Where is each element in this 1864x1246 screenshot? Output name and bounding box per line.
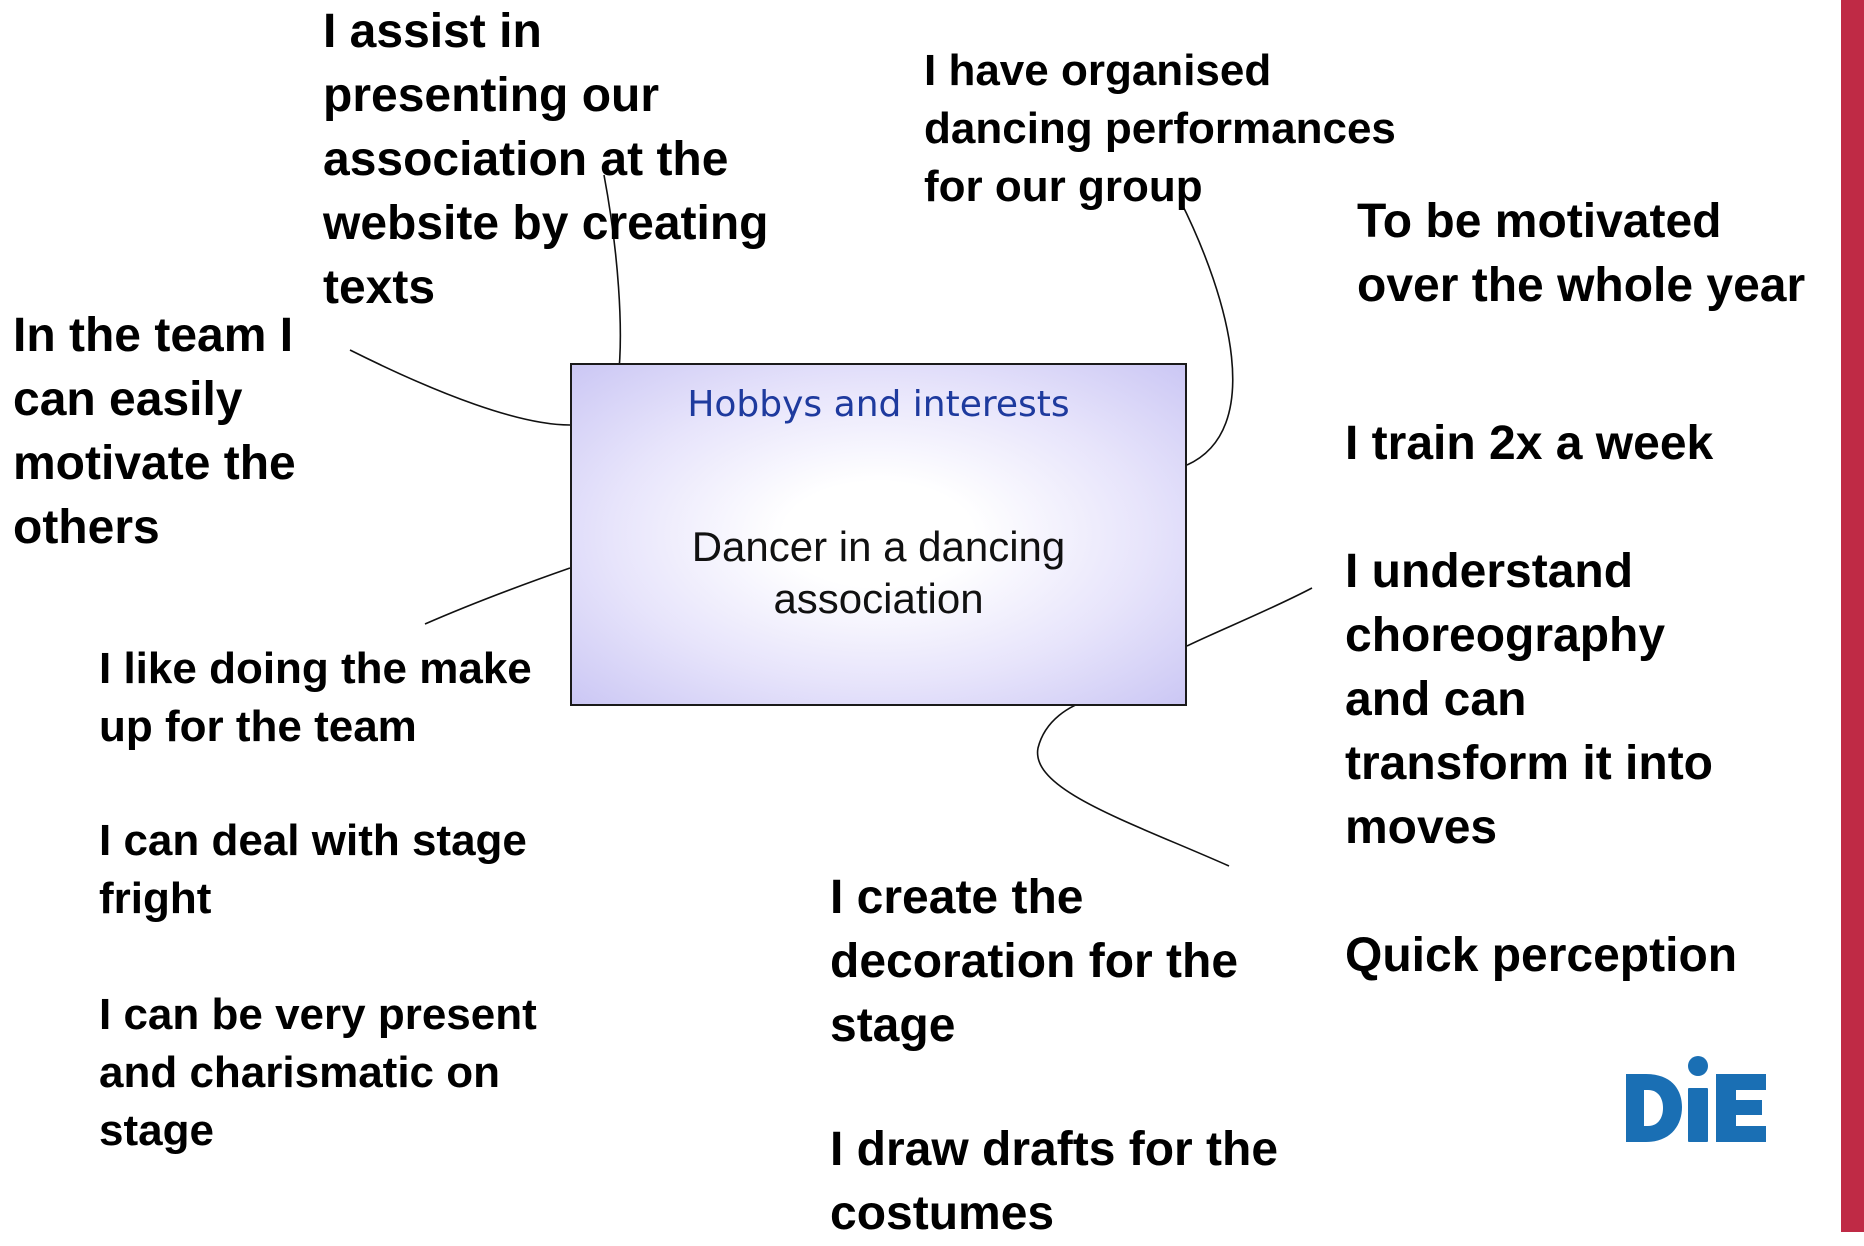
item-charismatic: I can be very present and charismatic on… <box>99 990 537 1155</box>
item-organised-performances: I have organised dancing performances fo… <box>924 46 1396 211</box>
central-topic-box: Hobbys and interests Dancer in a dancing… <box>570 363 1187 706</box>
connector-decoration <box>1036 699 1230 867</box>
connector-makeup <box>424 567 571 625</box>
item-motivated-year: To be motivated over the whole year <box>1357 195 1806 312</box>
accent-sidebar-bar <box>1841 0 1864 1232</box>
item-costumes: I draw drafts for the costumes <box>830 1123 1279 1240</box>
die-logo <box>1626 1056 1766 1142</box>
item-choreography: I understand choreography and can transf… <box>1345 545 1713 854</box>
central-heading: Hobbys and interests <box>687 384 1070 425</box>
connector-team <box>349 349 571 426</box>
connector-assist <box>603 174 622 381</box>
connector-organised <box>1179 199 1234 466</box>
central-topic-text: Dancer in a dancing association <box>691 523 1066 622</box>
item-stage-fright: I can deal with stage fright <box>99 816 527 923</box>
item-team-motivate: In the team I can easily motivate the ot… <box>13 309 296 554</box>
item-train: I train 2x a week <box>1345 417 1714 470</box>
connector-choreography <box>1186 587 1313 647</box>
item-quick-perception: Quick perception <box>1345 929 1738 982</box>
item-makeup: I like doing the make up for the team <box>99 644 532 751</box>
item-assist-website: I assist in presenting our association a… <box>323 5 769 314</box>
item-decoration: I create the decoration for the stage <box>830 871 1239 1052</box>
